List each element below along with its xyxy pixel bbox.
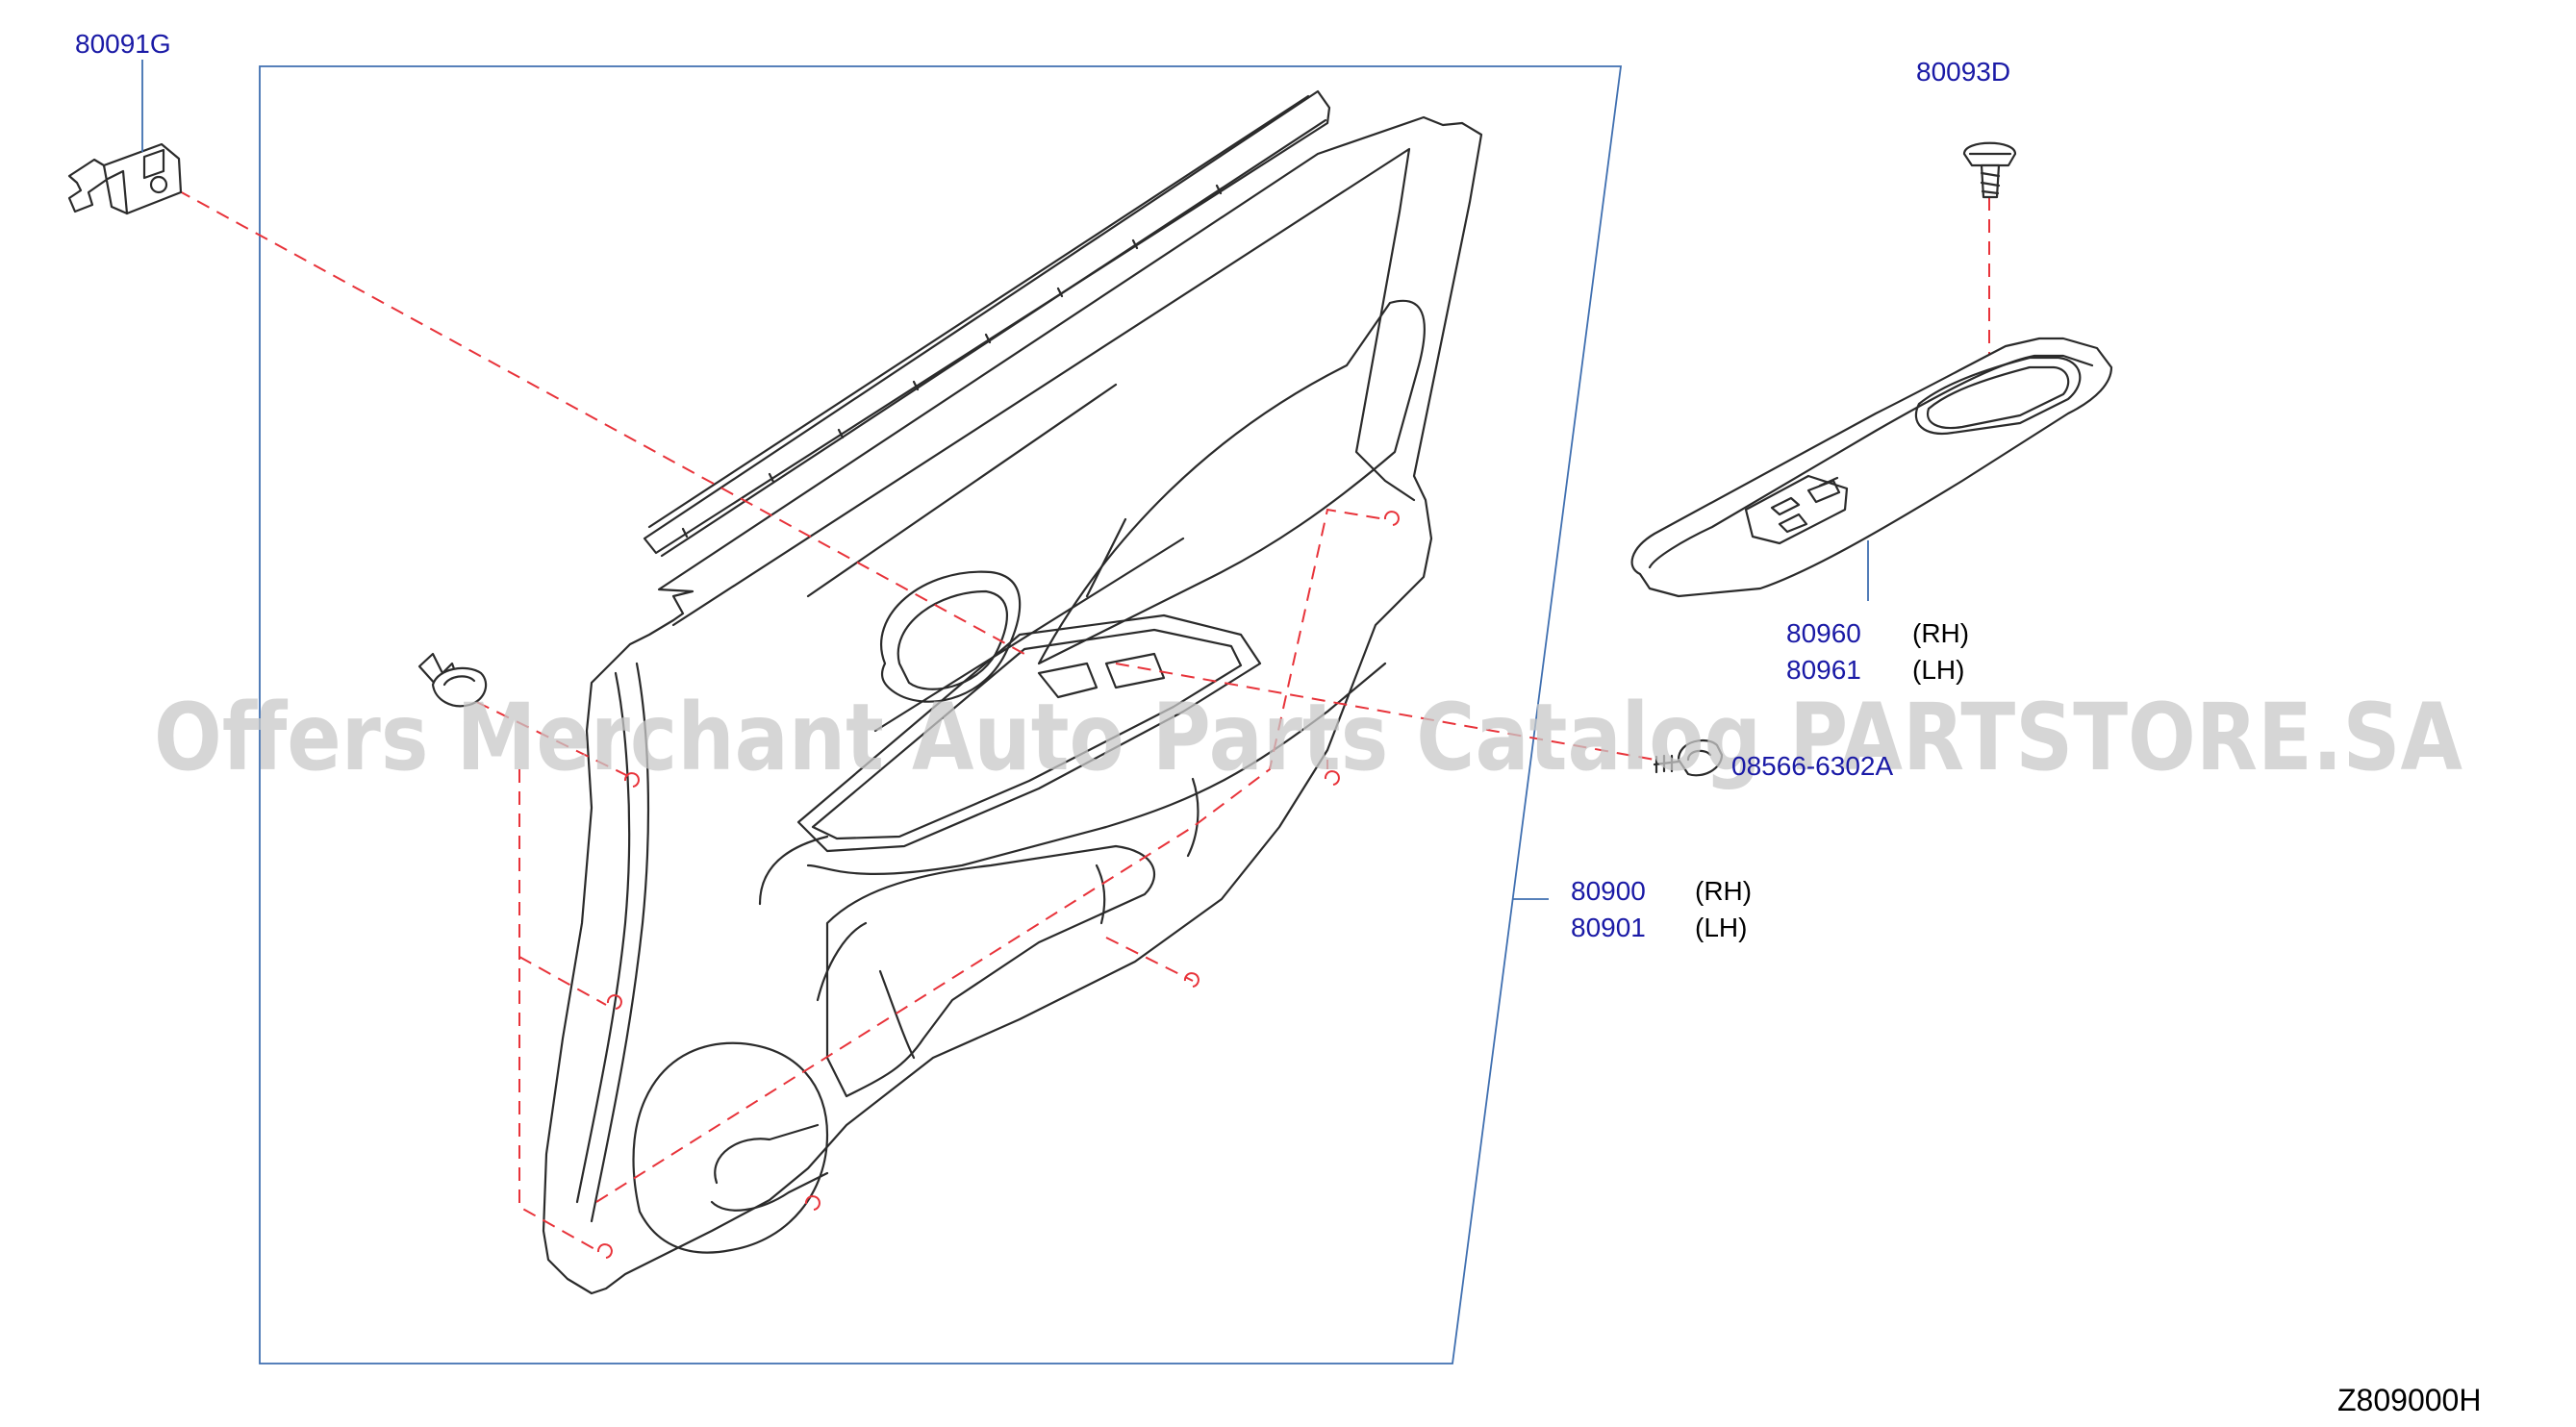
assembly-frame xyxy=(259,65,1623,1364)
label-80960: 80960 xyxy=(1786,618,1861,648)
push-clip-part xyxy=(417,652,488,708)
label-80093d: 80093D xyxy=(1916,57,2010,87)
screw-80093d-part xyxy=(1962,141,2017,199)
label-80901: 80901 xyxy=(1571,913,1646,942)
label-80900-side: (RH) xyxy=(1695,876,1752,906)
label-08566-6302a: 08566-6302A xyxy=(1731,751,1893,781)
screw-08566-part xyxy=(1653,739,1724,777)
molding-clip-marks xyxy=(681,184,1223,538)
label-80961-side: (LH) xyxy=(1912,655,1964,685)
label-80901-side: (LH) xyxy=(1695,913,1747,942)
diagram-code: Z809000H xyxy=(2337,1383,2481,1417)
panel-clip-markers xyxy=(596,511,1400,1259)
label-80960-side: (RH) xyxy=(1912,618,1969,648)
label-80091g: 80091G xyxy=(75,29,171,59)
label-80900: 80900 xyxy=(1571,876,1646,906)
watermark: Offers Merchant Auto Parts Catalog PARTS… xyxy=(154,684,2462,791)
label-80961: 80961 xyxy=(1786,655,1861,685)
clip-80091g-part xyxy=(67,142,183,215)
switch-finisher-part xyxy=(1630,337,2113,598)
